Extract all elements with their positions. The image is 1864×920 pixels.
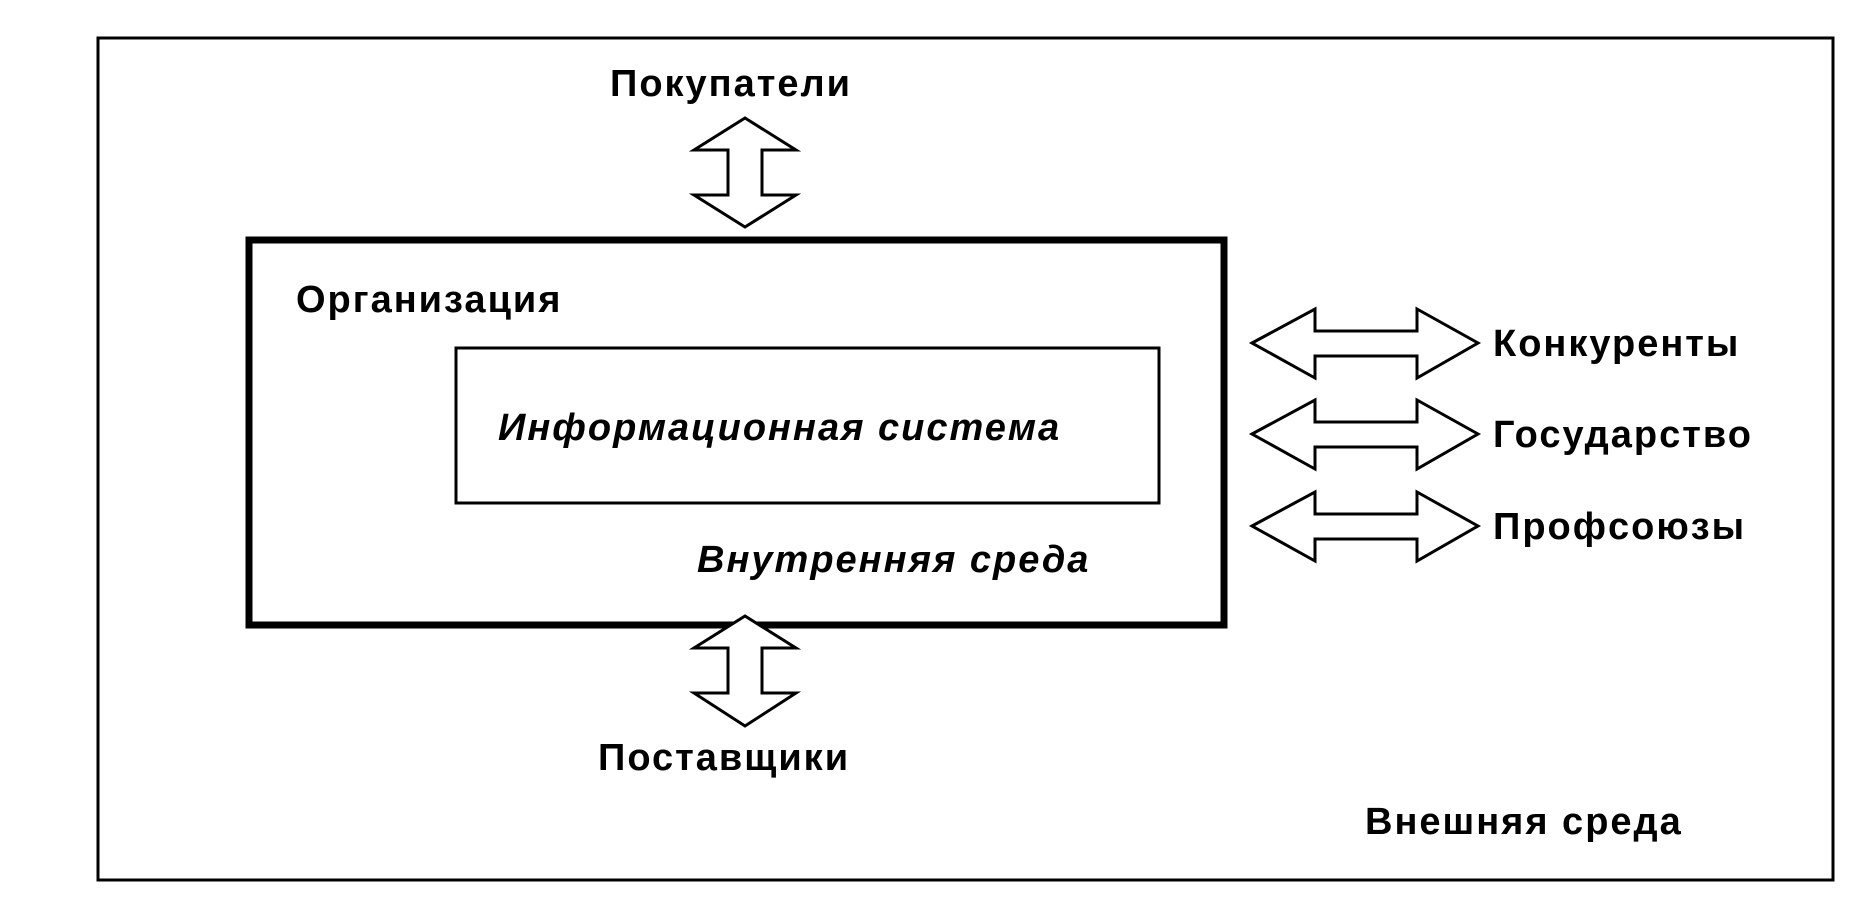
information-system-box	[454, 346, 1161, 505]
state-label: Государство	[1493, 414, 1753, 456]
organization-label: Организация	[296, 279, 563, 321]
buyers-label: Покупатели	[610, 63, 853, 105]
internal-environment-label: Внутренняя среда	[697, 539, 1091, 581]
information-system-label: Информационная система	[498, 407, 1062, 449]
suppliers-label: Поставщики	[598, 737, 851, 779]
double-arrow-horizontal-icon	[1248, 306, 1482, 381]
double-arrow-horizontal-icon	[1248, 489, 1482, 564]
external-environment-label: Внешняя среда	[1365, 801, 1683, 843]
unions-label: Профсоюзы	[1493, 506, 1747, 548]
external-environment-frame	[96, 36, 1835, 882]
competitors-label: Конкуренты	[1493, 323, 1741, 365]
double-arrow-vertical-icon	[688, 116, 802, 229]
double-arrow-vertical-icon	[688, 614, 802, 728]
double-arrow-horizontal-icon	[1248, 397, 1482, 472]
